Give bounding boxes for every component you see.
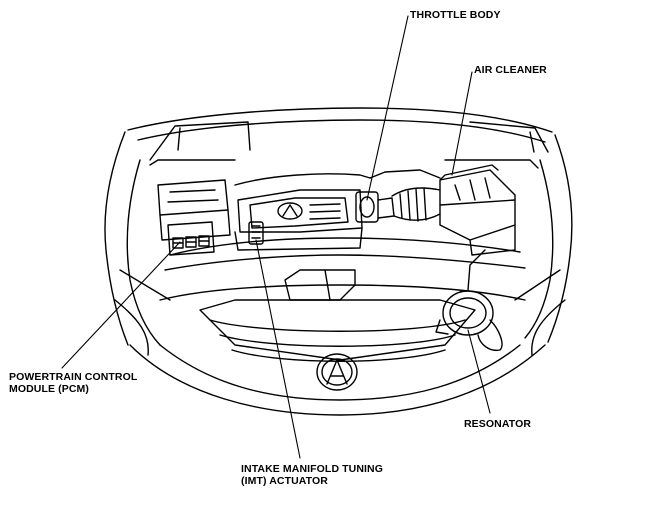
label-pcm: POWERTRAIN CONTROL MODULE (PCM) [9,371,137,395]
label-pcm-line2: MODULE (PCM) [9,383,89,395]
label-imt-line2: (IMT) ACTUATOR [241,475,328,487]
air-cleaner-box [439,164,516,256]
imt-actuator [248,221,264,245]
leader-throttle-body [366,15,409,201]
label-imt-line1: INTAKE MANIFOLD TUNING [241,463,383,475]
hood-outline [127,107,553,161]
leader-air-cleaner [451,71,473,176]
radiator-support [164,237,526,301]
front-fascia [114,269,566,416]
resonator [435,249,503,352]
leader-lines [61,15,491,459]
leader-resonator [467,329,491,414]
pcm-unit [167,221,215,256]
acura-emblem [316,353,358,391]
intake-duct [391,187,441,222]
label-pcm-line1: POWERTRAIN CONTROL [9,371,138,383]
label-air-cleaner: AIR CLEANER [474,64,547,76]
engine-cover [234,169,441,251]
throttle-body [355,191,395,223]
leader-pcm [61,241,181,369]
leader-imt [255,239,301,459]
label-resonator: RESONATOR [464,418,532,430]
label-throttle-body: THROTTLE BODY [410,9,501,21]
label-imt-actuator: INTAKE MANIFOLD TUNING (IMT) ACTUATOR [241,463,383,487]
